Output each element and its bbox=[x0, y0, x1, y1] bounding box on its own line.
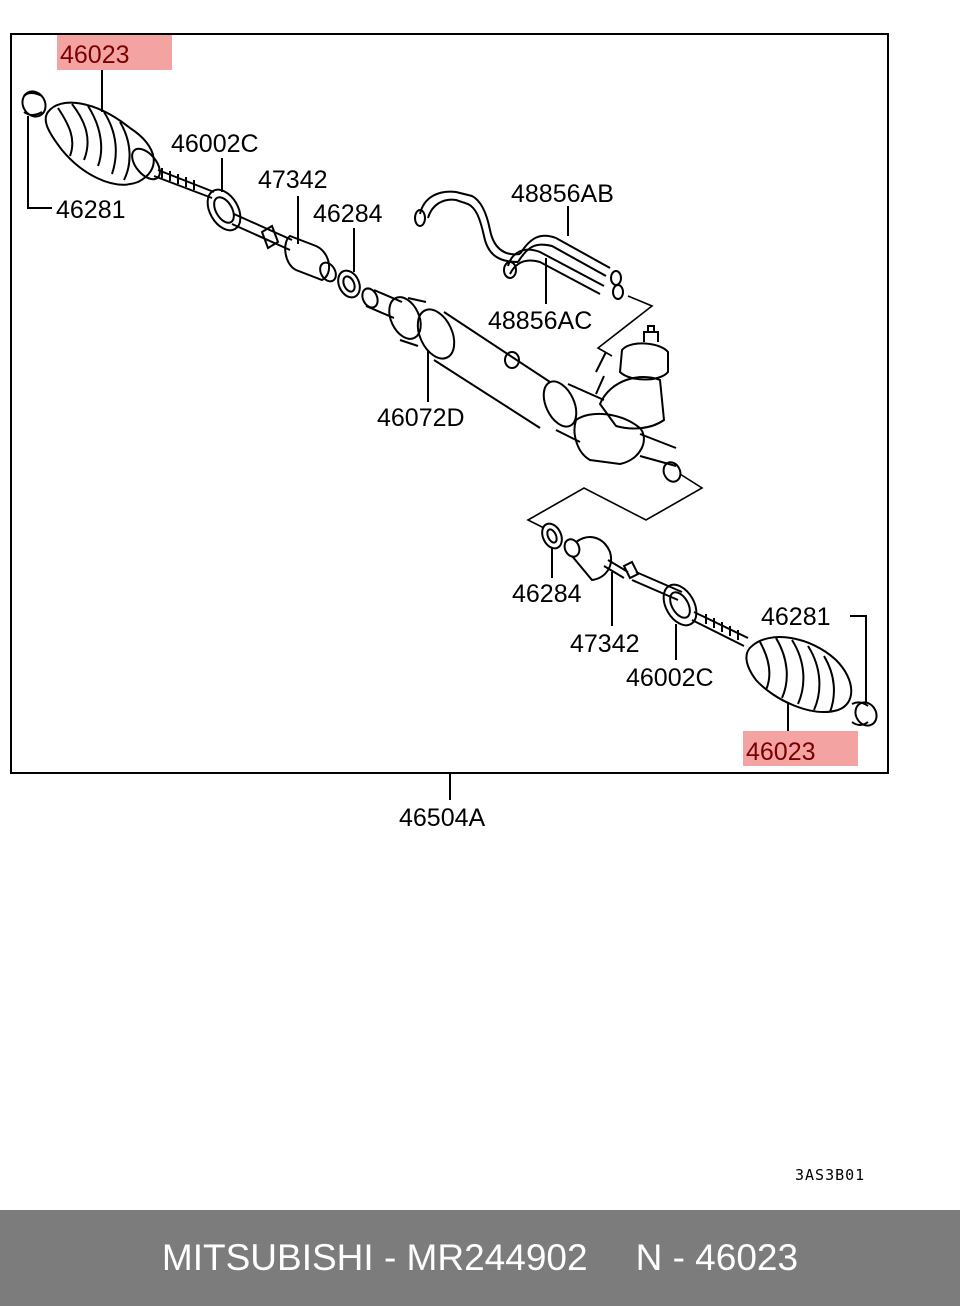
label-boot-left: 46023 bbox=[60, 41, 130, 69]
pressure-line-ac-part bbox=[503, 248, 624, 300]
parts-diagram: 46023 46281 46002C 47342 46284 48856AB 4… bbox=[10, 33, 889, 1184]
ring-right-part bbox=[541, 522, 563, 550]
boot-left-part bbox=[44, 101, 161, 186]
label-clip-right: 46002C bbox=[626, 664, 714, 692]
inner-rod-right bbox=[631, 571, 683, 601]
inner-rod-left bbox=[231, 213, 293, 251]
highlight-boot-right bbox=[743, 731, 858, 766]
pipe-bracket-line bbox=[596, 295, 654, 357]
band-clip-right-part bbox=[851, 701, 878, 727]
inner-rod-left-thread bbox=[153, 168, 215, 199]
leader-band-left bbox=[27, 116, 52, 209]
clip-left-part bbox=[206, 188, 242, 232]
label-line-ac: 48856AC bbox=[488, 307, 592, 335]
label-tierod-end-right: 47342 bbox=[570, 630, 640, 658]
inner-rod-right-thread bbox=[691, 611, 749, 647]
rack-housing-part bbox=[361, 287, 682, 483]
ring-left-part bbox=[337, 269, 361, 299]
lower-bracket-line bbox=[526, 473, 704, 529]
footer-brand-part: MITSUBISHI - MR244902 bbox=[161, 1237, 588, 1278]
band-clip-left-part bbox=[21, 90, 47, 118]
clip-right-part bbox=[662, 583, 698, 627]
tie-rod-end-left-part bbox=[284, 234, 337, 283]
label-ring-left: 46284 bbox=[313, 200, 383, 228]
label-rack-housing: 46072D bbox=[377, 404, 465, 432]
label-clip-left: 46002C bbox=[171, 130, 259, 158]
footer-ref: N - 46023 bbox=[635, 1237, 799, 1278]
label-tierod-end-left: 47342 bbox=[258, 166, 328, 194]
label-band-right: 46281 bbox=[761, 603, 831, 631]
footer-bar: MITSUBISHI - MR244902 N - 46023 bbox=[0, 1210, 960, 1306]
tie-rod-end-right-part bbox=[563, 536, 640, 582]
label-boot-right: 46023 bbox=[746, 738, 816, 766]
label-line-ab: 48856AB bbox=[511, 180, 614, 208]
highlight-boot-left bbox=[57, 35, 172, 70]
label-ring-right: 46284 bbox=[512, 580, 582, 608]
leader-band-right bbox=[850, 615, 867, 702]
boot-right-part bbox=[745, 636, 853, 713]
label-assembly: 46504A bbox=[399, 804, 486, 832]
label-band-left: 46281 bbox=[56, 196, 126, 224]
drawing-code: 3AS3B01 bbox=[795, 1166, 865, 1184]
